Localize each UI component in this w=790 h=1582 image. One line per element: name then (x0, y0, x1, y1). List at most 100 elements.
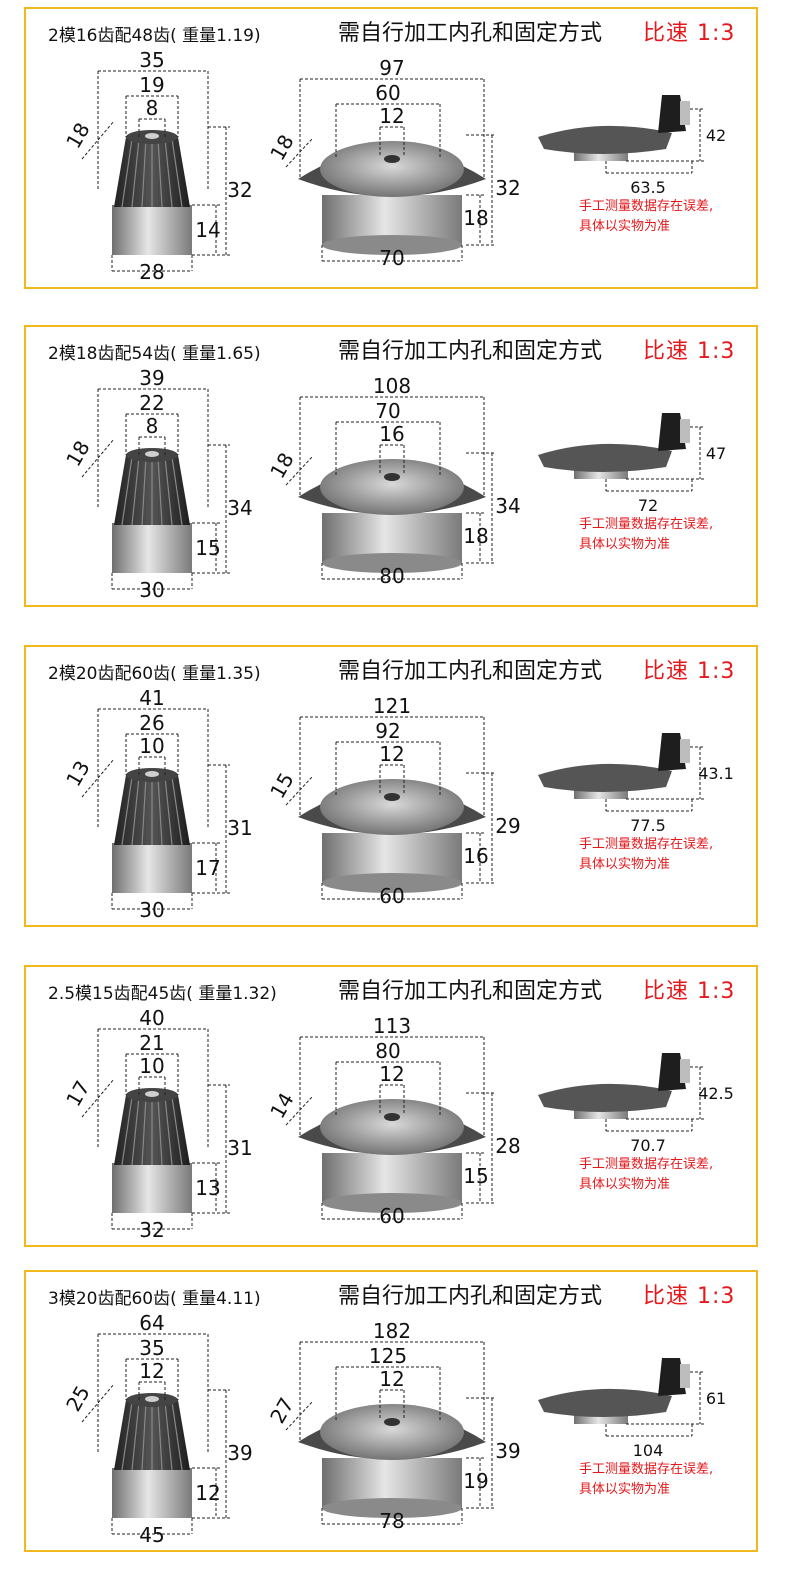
gear-hub-bottom (322, 553, 462, 573)
pinion-hub-height: 13 (195, 1176, 220, 1200)
speed-ratio: 比速 1:3 (643, 979, 736, 1004)
gear-hub-diameter: 70 (379, 246, 404, 270)
pinion-outer-diameter: 64 (139, 1311, 164, 1335)
pinion-outer-diameter: 40 (139, 1006, 164, 1030)
pinion-bore-diameter: 10 (139, 1054, 164, 1078)
gear-assembly (538, 95, 690, 161)
speed-ratio: 比速 1:3 (643, 339, 736, 364)
panel-title: 2模18齿配54齿( 重量1.65) (48, 344, 261, 364)
assembly-pinion-hub (680, 1059, 690, 1083)
warning-line-1: 手工测量数据存在误差, (579, 837, 714, 852)
pinion-hub (112, 523, 192, 573)
assembly-dimension-labels: 47 72 (638, 444, 726, 515)
pinion-gear (112, 448, 192, 573)
pinion-hub-height: 12 (195, 1481, 220, 1505)
measurement-warning: 手工测量数据存在误差, 具体以实物为准 (579, 197, 713, 237)
gear-diagram: 41 26 10 13 31 17 30 (61, 686, 734, 922)
pinion-bore (145, 771, 159, 777)
pinion-hub-height: 14 (195, 218, 220, 242)
panel-title: 2.5模15齿配45齿( 重量1.32) (48, 984, 277, 1004)
assembly-height: 61 (706, 1389, 726, 1408)
gear-bore (384, 473, 400, 481)
gear-outer-diameter: 121 (373, 694, 411, 718)
gear-outer-diameter: 108 (373, 374, 411, 398)
gear-mid-diameter: 92 (375, 719, 400, 743)
pinion-tooth-lines (121, 776, 183, 846)
assembly-pinion (658, 95, 686, 133)
gear-hub-bottom (322, 1193, 462, 1213)
gear-height: 39 (495, 1439, 520, 1463)
pinion-bore-diameter: 8 (146, 96, 159, 120)
pinion-hub (112, 1468, 192, 1518)
assembly-pinion (658, 413, 686, 451)
product-panel: 2模18齿配54齿( 重量1.65) 需自行加工内孔和固定方式 比速 1:3 (24, 325, 758, 607)
gear-assembly (538, 1358, 690, 1424)
measurement-warning: 手工测量数据存在误差, 具体以实物为准 (579, 835, 713, 875)
product-panel: 3模20齿配60齿( 重量4.11) 需自行加工内孔和固定方式 比速 1:3 (24, 1270, 758, 1552)
gear-hub-bottom (322, 235, 462, 255)
gear-dimension-labels: 182 125 12 27 39 19 78 (265, 1319, 521, 1533)
pinion-face-width: 18 (61, 436, 95, 470)
assembly-pinion-hub (680, 419, 690, 443)
gear-face (320, 459, 464, 515)
panel-title: 3模20齿配60齿( 重量4.11) (48, 1289, 261, 1309)
assembly-dimensions (605, 426, 704, 492)
pinion-dimensions (81, 1333, 230, 1535)
gear-hub-diameter: 80 (379, 564, 404, 588)
pinion-hub-height: 15 (195, 536, 220, 560)
gear-face (320, 779, 464, 835)
pinion-dimensions (81, 1028, 230, 1230)
pinion-tooth-lines (121, 1401, 183, 1471)
gear-bore (384, 793, 400, 801)
gear-face (320, 1099, 464, 1155)
gear-bore-diameter: 16 (379, 422, 404, 446)
product-panel: 2.5模15齿配45齿( 重量1.32) 需自行加工内孔和固定方式 比速 1:3 (24, 965, 758, 1247)
gear-height: 34 (495, 494, 520, 518)
gear-hub-diameter: 60 (379, 1204, 404, 1228)
gear-hub-height: 18 (463, 524, 488, 548)
pinion-hub-diameter: 30 (139, 578, 164, 602)
gear-outer-diameter: 113 (373, 1014, 411, 1038)
gear-mid-diameter: 70 (375, 399, 400, 423)
gear-bore-diameter: 12 (379, 104, 404, 128)
assembly-width: 70.7 (630, 1136, 666, 1155)
gear-height: 29 (495, 814, 520, 838)
pinion-hub-diameter: 30 (139, 898, 164, 922)
bevel-gear (298, 1404, 486, 1518)
pinion-dimensions (81, 708, 230, 910)
gear-dimensions (285, 396, 496, 580)
assembly-pinion-hub (680, 101, 690, 125)
pinion-mid-diameter: 21 (139, 1031, 164, 1055)
pinion-face-width: 13 (61, 756, 95, 790)
gear-hub-height: 18 (463, 206, 488, 230)
pinion-hub-diameter: 28 (139, 260, 164, 284)
pinion-outer-diameter: 35 (139, 48, 164, 72)
pinion-outer-diameter: 39 (139, 366, 164, 390)
pinion-bore-diameter: 12 (139, 1359, 164, 1383)
gear-mid-diameter: 80 (375, 1039, 400, 1063)
pinion-outer-diameter: 41 (139, 686, 164, 710)
pinion-gear (112, 1393, 192, 1518)
pinion-hub (112, 1163, 192, 1213)
assembly-dimension-labels: 42.5 70.7 (630, 1084, 734, 1155)
pinion-tooth-lines (121, 138, 183, 208)
assembly-width: 77.5 (630, 816, 666, 835)
gear-dimensions (285, 716, 496, 900)
gear-mid-diameter: 60 (375, 81, 400, 105)
warning-line-1: 手工测量数据存在误差, (579, 199, 714, 214)
assembly-dimensions (605, 1066, 704, 1132)
assembly-dimension-labels: 61 104 (633, 1389, 726, 1460)
gear-diagram: 64 35 12 25 39 12 45 (61, 1311, 726, 1547)
pinion-mid-diameter: 19 (139, 73, 164, 97)
assembly-gear-ring (538, 1083, 672, 1112)
pinion-bore (145, 133, 159, 139)
gear-hub-bottom (322, 873, 462, 893)
warning-line-1: 手工测量数据存在误差, (579, 1157, 714, 1172)
pinion-height: 31 (227, 816, 252, 840)
processing-notice: 需自行加工内孔和固定方式 (338, 979, 603, 1004)
assembly-dimension-labels: 42 63.5 (630, 126, 726, 197)
pinion-mid-diameter: 22 (139, 391, 164, 415)
pinion-bore-diameter: 10 (139, 734, 164, 758)
gear-bore (384, 1418, 400, 1426)
speed-ratio: 比速 1:3 (643, 659, 736, 684)
